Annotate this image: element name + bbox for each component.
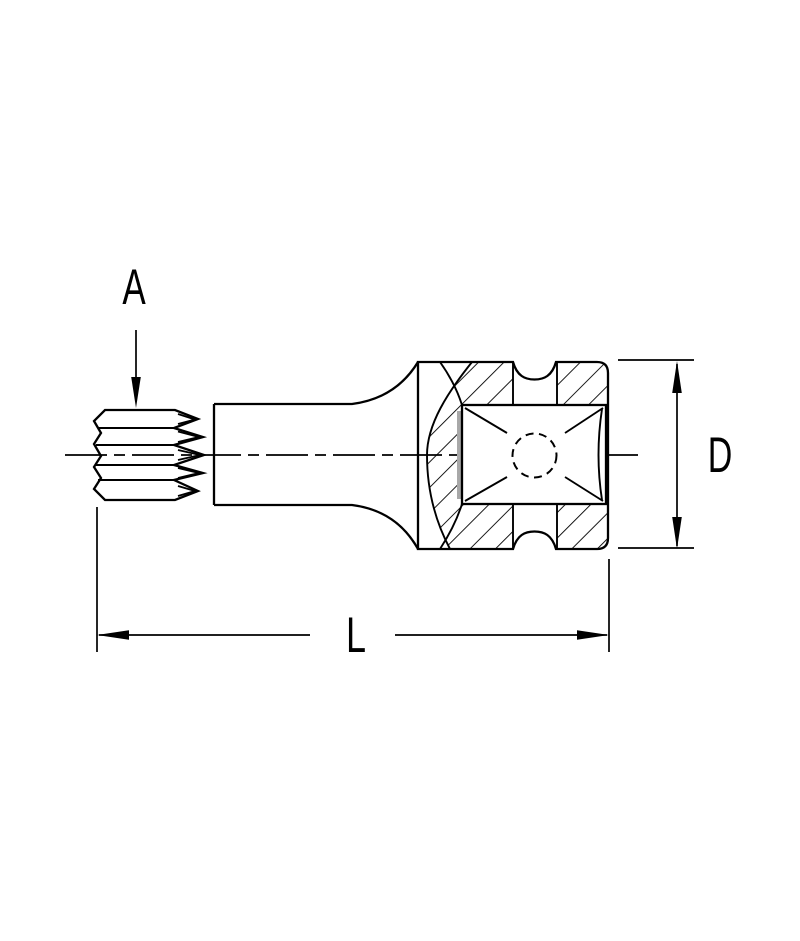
fillet-upper-contour — [439, 361, 463, 406]
shank-top-edge — [214, 361, 419, 406]
dim-d-arrowhead-down — [672, 517, 682, 549]
spline-bit-tip — [92, 408, 208, 502]
socket-body-outline — [416, 360, 610, 551]
dim-d-arrowhead-up — [672, 361, 682, 393]
dim-a-arrowhead-down — [131, 377, 141, 408]
label-tip-size: A — [122, 260, 146, 316]
shank-bottom-edge — [214, 503, 420, 550]
label-outer-diameter: D — [708, 428, 733, 484]
bit-tooth-inner-edges — [177, 413, 201, 497]
fillet-silhouette-curve — [426, 361, 473, 550]
hatch-fill-top-right — [557, 362, 608, 405]
dim-l-arrowhead-left — [97, 630, 129, 640]
shank — [212, 361, 420, 550]
dimension-d: D — [618, 359, 733, 549]
groove-boundary-lines — [512, 362, 558, 549]
pin-hole-circle — [511, 432, 558, 479]
dimension-l: L — [96, 507, 610, 663]
bit-spline-ridge-lines — [96, 427, 174, 481]
drive-back-wall-arc — [597, 408, 603, 501]
dim-l-arrowhead-right — [577, 630, 609, 640]
hatch-fill-bottom-right — [557, 504, 608, 549]
face-edge-shadow — [457, 411, 462, 499]
dimension-a: A — [122, 260, 146, 408]
square-drive-chamfer-lines — [464, 407, 604, 502]
fillet-lower-contour — [439, 503, 463, 550]
square-drive — [457, 403, 608, 506]
label-overall-length: L — [346, 608, 366, 663]
